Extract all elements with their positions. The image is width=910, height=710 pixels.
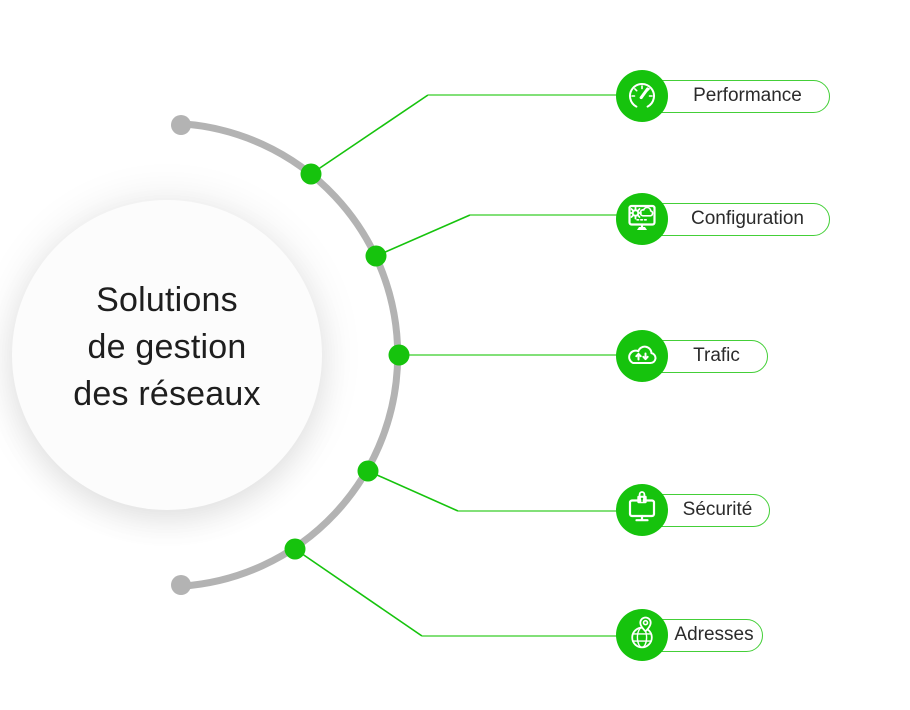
gauge-icon — [616, 70, 668, 122]
branch-label: Sécurité — [682, 499, 753, 520]
monitor-padlock-icon — [616, 484, 668, 536]
branch-label: Configuration — [690, 208, 805, 229]
connector-securite — [357, 460, 642, 512]
branch-dot-performance — [300, 163, 322, 185]
branch-dot-securite — [357, 460, 379, 482]
branch-dot-adresses — [284, 538, 306, 560]
arc-end-dot-bottom — [171, 575, 191, 595]
monitor-gear-cloud-icon — [616, 193, 668, 245]
arc-end-dot-top — [171, 115, 191, 135]
connector-performance — [300, 94, 642, 185]
central-circle: Solutions de gestion des réseaux — [12, 200, 322, 510]
title-line-1: Solutions — [96, 280, 238, 319]
branch-dot-trafic — [388, 344, 410, 366]
central-title: Solutions de gestion des réseaux — [73, 277, 260, 418]
title-line-3: des réseaux — [73, 374, 261, 413]
branch-label: Adresses — [674, 624, 754, 645]
branch-label: Performance — [693, 85, 802, 106]
connector-adresses — [284, 538, 642, 637]
globe-location-pin-icon — [616, 609, 668, 661]
branch-dot-configuration — [365, 245, 387, 267]
cloud-transfer-arrows-icon — [616, 330, 668, 382]
connector-trafic — [388, 344, 642, 366]
connector-configuration — [365, 214, 642, 267]
branch-label: Trafic — [693, 345, 740, 366]
title-line-2: de gestion — [87, 327, 247, 366]
